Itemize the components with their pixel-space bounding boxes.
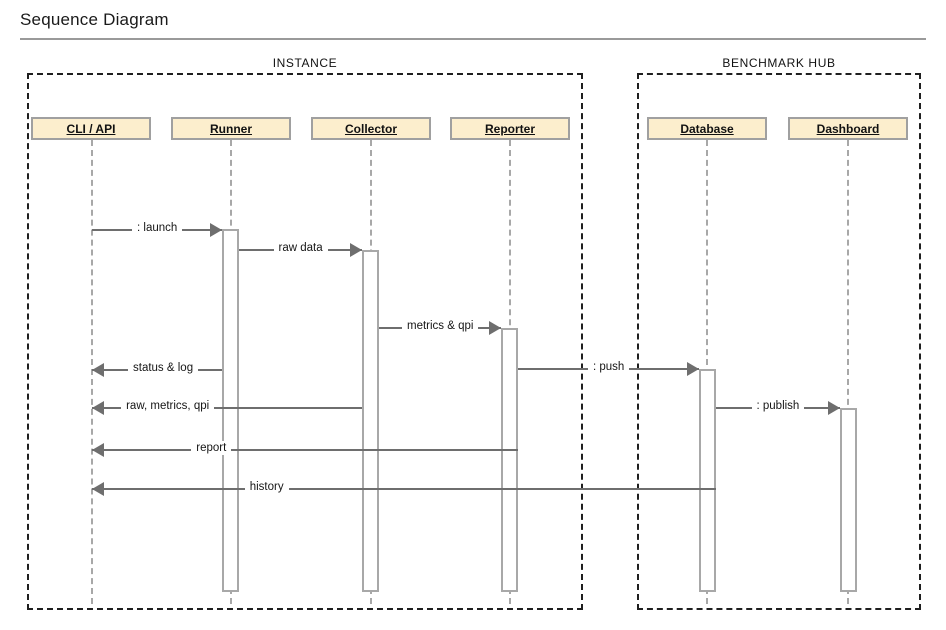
activation-runner[interactable] bbox=[222, 229, 239, 592]
msg-status-log-label: status & log bbox=[128, 361, 199, 375]
msg-publish-label: : publish bbox=[751, 399, 805, 413]
msg-raw-metrics-qpi[interactable]: raw, metrics, qpi bbox=[92, 399, 362, 415]
msg-push-arrowhead-icon bbox=[687, 362, 699, 376]
participant-label-reporter: Reporter bbox=[484, 121, 535, 136]
msg-report-label: report bbox=[191, 441, 232, 455]
msg-report[interactable]: report bbox=[92, 441, 518, 457]
participant-database[interactable]: Database bbox=[647, 117, 767, 140]
activation-reporter[interactable] bbox=[501, 328, 518, 592]
activation-database[interactable] bbox=[699, 369, 716, 592]
msg-report-arrowhead-icon bbox=[92, 443, 104, 457]
msg-history-label: history bbox=[244, 480, 289, 494]
title-divider bbox=[20, 38, 926, 40]
msg-report-line bbox=[92, 449, 518, 451]
lifeline-dashboard bbox=[847, 140, 849, 604]
msg-status-log[interactable]: status & log bbox=[92, 361, 222, 377]
participant-cli-api[interactable]: CLI / API bbox=[31, 117, 151, 140]
participant-label-runner: Runner bbox=[210, 121, 252, 136]
frame-label-instance: INSTANCE bbox=[272, 56, 338, 70]
msg-history-line bbox=[92, 488, 716, 490]
participant-runner[interactable]: Runner bbox=[171, 117, 291, 140]
msg-push-label: : push bbox=[588, 360, 630, 374]
msg-launch-arrowhead-icon bbox=[210, 223, 222, 237]
msg-launch[interactable]: : launch bbox=[92, 221, 222, 237]
msg-history[interactable]: history bbox=[92, 480, 716, 496]
msg-publish-arrowhead-icon bbox=[828, 401, 840, 415]
msg-history-arrowhead-icon bbox=[92, 482, 104, 496]
frame-label-benchmark-hub: BENCHMARK HUB bbox=[722, 56, 836, 70]
msg-launch-label: : launch bbox=[132, 221, 183, 235]
msg-raw-metrics-qpi-arrowhead-icon bbox=[92, 401, 104, 415]
activation-collector[interactable] bbox=[362, 250, 379, 592]
msg-raw-data[interactable]: raw data bbox=[239, 241, 362, 257]
msg-raw-metrics-qpi-line bbox=[92, 407, 362, 409]
participant-label-database: Database bbox=[680, 121, 734, 136]
msg-metrics-qpi[interactable]: metrics & qpi bbox=[379, 319, 501, 335]
participant-collector[interactable]: Collector bbox=[311, 117, 431, 140]
participant-label-dashboard: Dashboard bbox=[816, 121, 880, 136]
msg-publish[interactable]: : publish bbox=[716, 399, 840, 415]
participant-dashboard[interactable]: Dashboard bbox=[788, 117, 908, 140]
msg-raw-data-label: raw data bbox=[273, 241, 328, 255]
msg-status-log-arrowhead-icon bbox=[92, 363, 104, 377]
frame-instance bbox=[27, 73, 583, 610]
frame-benchmark-hub bbox=[637, 73, 921, 610]
msg-metrics-qpi-arrowhead-icon bbox=[489, 321, 501, 335]
activation-dashboard[interactable] bbox=[840, 408, 857, 592]
page-title: Sequence Diagram bbox=[20, 10, 169, 29]
participant-label-collector: Collector bbox=[344, 121, 397, 136]
msg-raw-data-arrowhead-icon bbox=[350, 243, 362, 257]
msg-push[interactable]: : push bbox=[518, 360, 699, 376]
participant-reporter[interactable]: Reporter bbox=[450, 117, 570, 140]
msg-raw-metrics-qpi-label: raw, metrics, qpi bbox=[121, 399, 215, 413]
participant-label-cli-api: CLI / API bbox=[66, 121, 116, 136]
msg-metrics-qpi-label: metrics & qpi bbox=[402, 319, 479, 333]
